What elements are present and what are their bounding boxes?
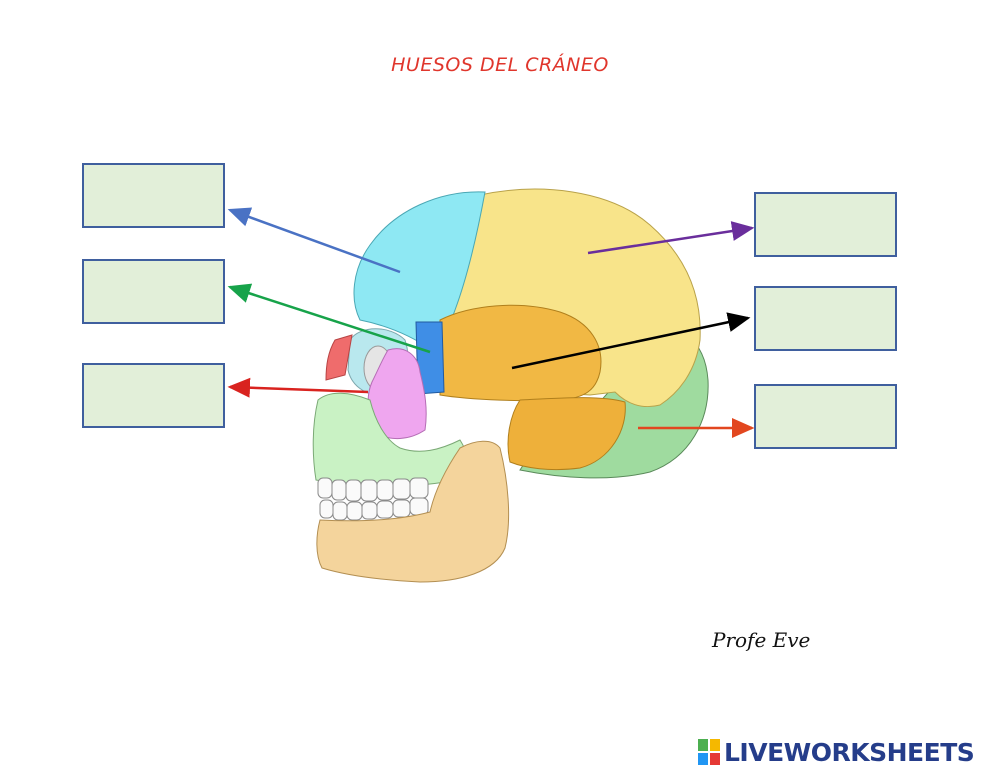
answer-box-left-2[interactable]: [82, 259, 225, 324]
arrow-parietal: [587, 221, 755, 255]
mandible-bone: [316, 440, 510, 583]
author-signature: Profe Eve: [712, 628, 811, 652]
arrow-sphenoid: [227, 283, 431, 354]
answer-box-right-1[interactable]: [754, 192, 897, 257]
temporal-bone-lower: [507, 397, 626, 471]
answer-box-right-3[interactable]: [754, 384, 897, 449]
arrow-zygomatic: [227, 377, 369, 398]
nasal-bone: [325, 334, 353, 381]
teeth-upper: [317, 477, 429, 502]
arrow-temporal: [511, 312, 751, 370]
zygomatic-bone: [367, 348, 427, 439]
answer-box-right-2[interactable]: [754, 286, 897, 351]
worksheet-title: HUESOS DEL CRÁNEO: [391, 54, 609, 76]
teeth-lower: [319, 497, 429, 521]
liveworksheets-logo-icon: [698, 739, 720, 765]
temporal-bone: [439, 304, 602, 402]
answer-box-left-1[interactable]: [82, 163, 225, 228]
answer-box-left-3[interactable]: [82, 363, 225, 428]
arrow-frontal: [227, 207, 401, 274]
liveworksheets-logo[interactable]: LIVEWORKSHEETS: [698, 736, 975, 768]
liveworksheets-logo-text: LIVEWORKSHEETS: [724, 737, 975, 767]
